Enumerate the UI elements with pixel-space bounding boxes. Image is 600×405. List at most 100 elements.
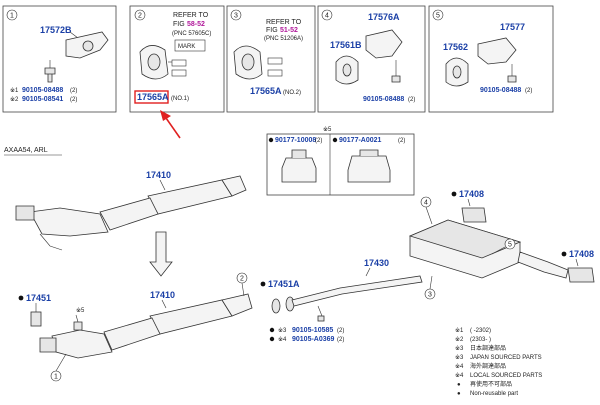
legend-2-text: (2303- ): [470, 337, 491, 343]
callout-4-leader: [425, 206, 433, 225]
legend-2-marker: ※2: [455, 336, 464, 343]
legend-5-text: 海外調達部品: [470, 362, 506, 370]
legend-7-marker: ●: [457, 382, 461, 388]
lower-flange: [39, 337, 57, 353]
panel-2-number-circle: [134, 9, 146, 21]
legend: ※1 ( -2302) ※2 (2303- ) ※3 日本調達部品 ※3 JAP…: [455, 327, 542, 397]
panel-2-pnc: (PNC 57605C): [172, 31, 211, 37]
panel-5-sub-suffix: (2): [525, 88, 532, 94]
bolt-row-1-part[interactable]: 90105-10585: [292, 327, 333, 334]
non-reusable-dot: [268, 137, 274, 143]
panel-4-sub-part[interactable]: 90105-08488: [363, 96, 404, 103]
hanger-pin-1: [267, 57, 283, 65]
panel-2-fig-prefix: FIG: [173, 21, 185, 28]
lower-flange-pipe: [51, 329, 113, 359]
callout-3-leader: [429, 275, 433, 290]
panel-3-part[interactable]: 17565A: [250, 86, 282, 96]
panel-3-pnc: (PNC 51206A): [264, 36, 303, 42]
panel-5-frame: [428, 5, 554, 113]
rear-tail-pipe: [517, 251, 569, 279]
down-arrow: [149, 231, 173, 277]
legend-1-text: ( -2302): [470, 328, 491, 334]
hanger-pin-2: [267, 69, 283, 77]
panel-2: 2 REFER TO FIG 58-52 (PNC 57605C) MARK 1…: [129, 5, 225, 113]
panel-1-number: 1: [10, 13, 14, 20]
callout-4-number: 4: [424, 200, 428, 207]
leader: [467, 198, 471, 207]
panel-1-sub1-part[interactable]: 90105-08488: [22, 87, 63, 94]
panel-3-fig-prefix: FIG: [266, 27, 278, 34]
panel-1-number-circle: [6, 9, 18, 21]
lower-converter-label[interactable]: 17410: [150, 290, 175, 300]
panel-1-sub2-marker: ※2: [10, 96, 19, 103]
non-reusable-dot: [269, 336, 275, 342]
panel-5-sub-part[interactable]: 90105-08488: [480, 87, 521, 94]
bolt-row-2-part[interactable]: 90105-A0369: [292, 336, 335, 343]
bolt-part: [44, 67, 56, 83]
leader: [161, 299, 167, 309]
center-pipe-part: [291, 275, 423, 307]
upper-flange: [15, 205, 35, 221]
model-label: AXAA54, ARL: [4, 147, 48, 154]
bolt-row-2-marker: ※4: [278, 336, 287, 343]
panel-4-sub-suffix: (2): [408, 97, 415, 103]
legend-6-marker: ※4: [455, 372, 464, 379]
detail-ref: ※5: [323, 126, 332, 133]
tail-tip-top-label[interactable]: 17408: [459, 189, 484, 199]
bracket-hole: [82, 40, 94, 52]
callout-3-number: 3: [428, 292, 432, 299]
panel-5-part-left[interactable]: 17562: [443, 42, 468, 52]
non-reusable-dot: [561, 251, 567, 257]
panel-5-part-top[interactable]: 17577: [500, 22, 525, 32]
non-reusable-dot: [451, 191, 457, 197]
nut-part-left: [281, 157, 317, 183]
leader: [575, 258, 579, 267]
panel-1-sub2-suffix: (2): [70, 97, 77, 103]
panel-4-part-left[interactable]: 17561B: [330, 40, 362, 50]
bolt-row-2-suffix: (2): [337, 337, 344, 343]
upper-converter-label[interactable]: 17410: [146, 170, 171, 180]
legend-8-text: Non-reusable part: [470, 391, 518, 397]
panel-3-number: 3: [234, 13, 238, 20]
panel-2-fig-ref[interactable]: 58-52: [187, 21, 205, 28]
bolt-part: [391, 75, 401, 83]
panel-3-fig-ref[interactable]: 51-52: [280, 27, 298, 34]
bolt-row-1-suffix: (2): [337, 328, 344, 334]
highlight-arrow: [160, 110, 181, 139]
legend-6-text: LOCAL SOURCED PARTS: [470, 373, 542, 379]
upper-muffler-body: [147, 179, 233, 215]
nut-part-right: [347, 155, 391, 183]
panel-1-frame: [2, 5, 117, 113]
leader: [365, 267, 371, 277]
left-gasket-label[interactable]: 17451: [26, 293, 51, 303]
non-reusable-dot: [18, 295, 24, 301]
panel-4-part-top[interactable]: 17576A: [368, 12, 400, 22]
hanger-pin-2: [171, 69, 187, 77]
detail-right-part[interactable]: 90177-A0021: [339, 137, 382, 144]
nut-top-right: [359, 149, 379, 156]
detail-right-suffix: (2): [398, 138, 405, 144]
legend-1-marker: ※1: [455, 327, 464, 334]
detail-left-part[interactable]: 90177-10008: [275, 137, 316, 144]
panel-1: 1 17572B ※1 90105-08488 (2) ※2 90105-085…: [2, 5, 117, 113]
upper-converter-body: [99, 197, 159, 231]
mid-flange-part: [285, 296, 295, 312]
mid-gasket-label[interactable]: 17451A: [268, 279, 300, 289]
left-gasket-part: [30, 311, 42, 327]
legend-5-marker: ※4: [455, 363, 464, 370]
tail-tip-right-part: [567, 267, 595, 283]
bolt-part: [507, 75, 517, 83]
leader: [75, 314, 79, 323]
panel-1-part[interactable]: 17572B: [40, 25, 72, 35]
panel-2-part[interactable]: 17565A: [137, 92, 169, 102]
panel-3: 3 REFER TO FIG 51-52 (PNC 51206A) 17565A…: [226, 5, 316, 113]
center-pipe-label[interactable]: 17430: [364, 258, 389, 268]
main-diagram: AXAA54, ARL 17410 17410 17451 ※5 1: [4, 147, 595, 382]
tail-tip-right-label[interactable]: 17408: [569, 249, 594, 259]
leader: [69, 31, 79, 39]
panel-2-refer: REFER TO: [173, 12, 209, 19]
detail-box: ※5 90177-10008 (2) 90177-A0021 (2): [266, 126, 415, 196]
hanger-pin-1: [171, 59, 187, 67]
panel-1-sub2-part[interactable]: 90105-08541: [22, 96, 63, 103]
